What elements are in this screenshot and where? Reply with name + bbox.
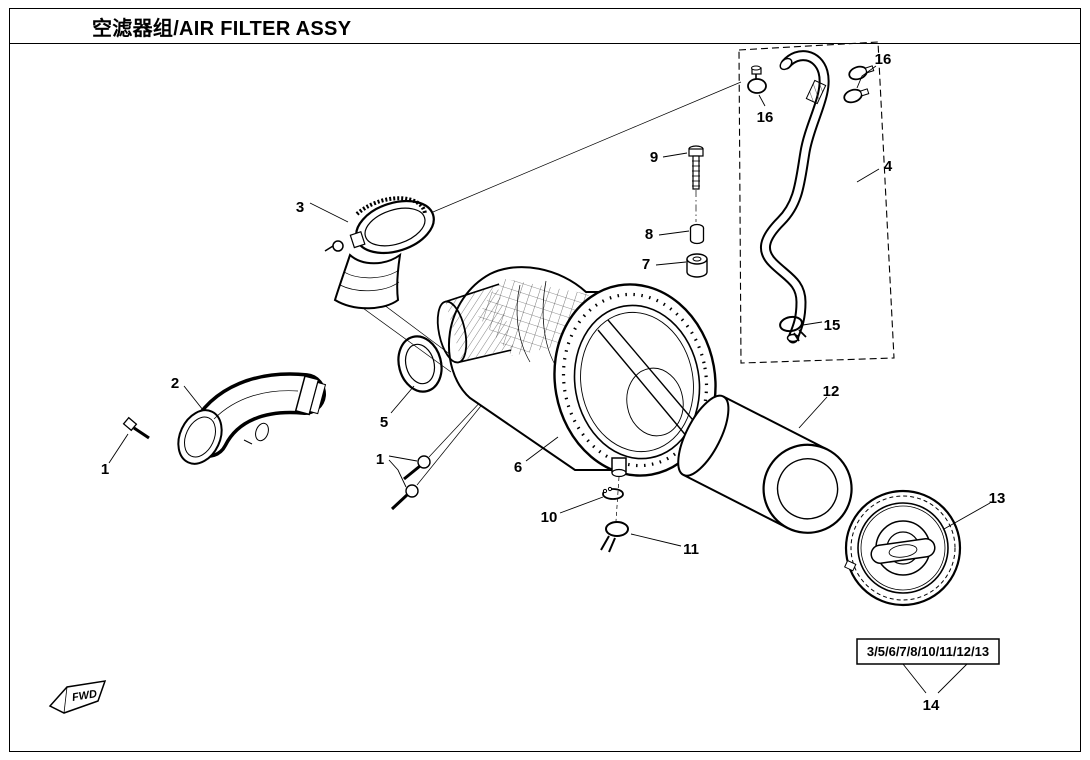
- callout-2: 2: [171, 375, 179, 392]
- callout-4: 4: [884, 158, 893, 175]
- clamp-15-drawing: [779, 315, 807, 342]
- callout-13: 13: [989, 490, 1006, 507]
- bolt-9-drawing: [688, 145, 704, 222]
- end-cap-drawing: [844, 489, 962, 607]
- grommet-7-drawing: [686, 253, 708, 278]
- filter-housing-drawing: [436, 266, 717, 478]
- outlet-tube-drawing: [324, 196, 435, 310]
- bolt-1-mid-drawing: [390, 455, 431, 511]
- callout-14: 14: [923, 697, 940, 714]
- callout-8: 8: [645, 226, 653, 243]
- hose-detail-dashed-box: [738, 41, 895, 364]
- callout-6: 6: [514, 459, 522, 476]
- drain-clamp-11-drawing: [600, 521, 629, 553]
- callout-leader-lines: [108, 65, 991, 547]
- nut-8-drawing: [689, 223, 705, 245]
- seal-ring-drawing: [397, 335, 443, 393]
- intake-duct-drawing: [177, 372, 327, 465]
- group-reference-box: 3/5/6/7/8/10/11/12/13: [856, 638, 1000, 694]
- callout-5: 5: [380, 414, 388, 431]
- clip-10-drawing: [602, 476, 624, 522]
- callout-3: 3: [296, 199, 304, 216]
- bolt-1-left-drawing: [122, 416, 150, 440]
- callout-16-left: 16: [757, 109, 774, 126]
- breather-hose-drawing: [760, 50, 830, 344]
- title-bar: 空滤器组/AIR FILTER ASSY: [9, 8, 1081, 44]
- cross-leader-line: [413, 81, 742, 221]
- callout-7: 7: [642, 256, 650, 273]
- group-box-label: 3/5/6/7/8/10/11/12/13: [867, 644, 989, 659]
- callout-11: 11: [683, 541, 699, 558]
- callout-9: 9: [650, 149, 658, 166]
- fwd-label: FWD: [71, 688, 98, 704]
- page-title: 空滤器组/AIR FILTER ASSY: [92, 17, 352, 40]
- hose-clamp-16-left-drawing: [747, 65, 767, 94]
- callout-10: 10: [541, 509, 558, 526]
- callout-1-left: 1: [101, 461, 109, 478]
- fwd-direction-flag: FWD: [48, 680, 107, 714]
- callout-1-mid: 1: [376, 451, 384, 468]
- callout-12: 12: [823, 383, 840, 400]
- filter-element-drawing: [677, 394, 853, 534]
- callout-15: 15: [824, 317, 841, 334]
- callout-16-right: 16: [875, 51, 892, 68]
- callout-numbers: 3 2 1 5 1 6 10 11 12 13 9 8 7 4 15 16 16…: [101, 51, 1006, 714]
